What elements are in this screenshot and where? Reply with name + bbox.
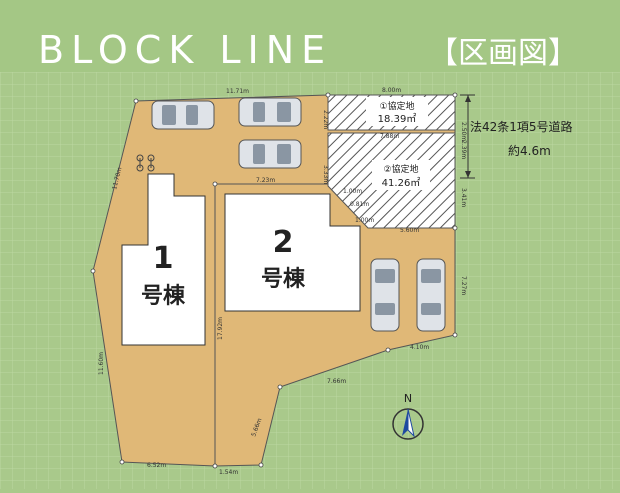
header-band: [0, 0, 620, 72]
dimension-label: 1.00m: [355, 217, 374, 224]
header-title: BLOCK LINE: [38, 28, 332, 72]
car-icon: [370, 258, 400, 332]
building-2-label: 号棟: [261, 266, 306, 292]
building-1-number: 1: [153, 241, 174, 276]
dimension-label: 17.92m: [217, 317, 224, 340]
dimension-labels: 11.71m 8.00m 7.88m 7.23m 5.60m 4.10m 7.6…: [98, 87, 467, 476]
compass-letter: N: [404, 392, 412, 405]
building-1: [121, 173, 206, 346]
bicycle-icon: [136, 154, 144, 172]
dimension-label: 1.00m: [343, 188, 362, 195]
dimension-label: 7.27m: [460, 276, 467, 295]
dimension-label: 11.60m: [98, 352, 105, 375]
dimension-label: 0.81m: [350, 201, 369, 208]
corner-markers: [90, 92, 458, 469]
building-1-label: 号棟: [141, 283, 186, 309]
agreement-1-labels: ①協定地 18.39㎡: [366, 97, 428, 126]
dimension-label: 6.52m: [147, 462, 166, 469]
dimension-label: 5.60m: [400, 227, 419, 234]
north-compass-icon: N: [392, 392, 424, 440]
dimension-label: 7.23m: [256, 177, 275, 184]
car-icon: [238, 97, 302, 127]
dimension-label: 2.50m: [460, 122, 467, 141]
agreement-2-labels: ②協定地 41.26㎡: [372, 160, 430, 190]
dimension-label: 4.10m: [410, 344, 429, 351]
header-badge: 【区画図】: [428, 36, 578, 71]
dimension-label: 7.66m: [327, 378, 346, 385]
agreement-2-area: 41.26㎡: [382, 177, 421, 189]
car-icon: [151, 100, 215, 130]
road-annotation: 法42条1項5号道路 約4.6m: [460, 94, 573, 179]
bicycle-icon: [147, 154, 155, 172]
dimension-label: 3.33m: [322, 165, 329, 184]
dimension-label: 11.71m: [226, 88, 249, 95]
agreement-1-area: 18.39㎡: [378, 113, 417, 125]
car-icon: [416, 258, 446, 332]
agreement-2-name: ②協定地: [383, 163, 418, 175]
bicycle-icons: [136, 154, 155, 172]
road-type-label: 法42条1項5号道路: [470, 119, 573, 134]
road-width-label: 約4.6m: [508, 143, 551, 158]
dimension-label: 2.22m: [322, 110, 329, 129]
car-icon: [238, 139, 302, 169]
building-2: [224, 193, 361, 312]
dimension-label: 7.88m: [380, 133, 399, 140]
building-2-number: 2: [273, 225, 294, 260]
dimension-label: 8.00m: [382, 87, 401, 94]
agreement-1-name: ①協定地: [379, 100, 414, 112]
car-icons: [151, 97, 446, 332]
dimension-label: 3.41m: [460, 188, 467, 207]
dimension-label: 2.39m: [460, 140, 467, 159]
dimension-label: 1.54m: [219, 469, 238, 476]
